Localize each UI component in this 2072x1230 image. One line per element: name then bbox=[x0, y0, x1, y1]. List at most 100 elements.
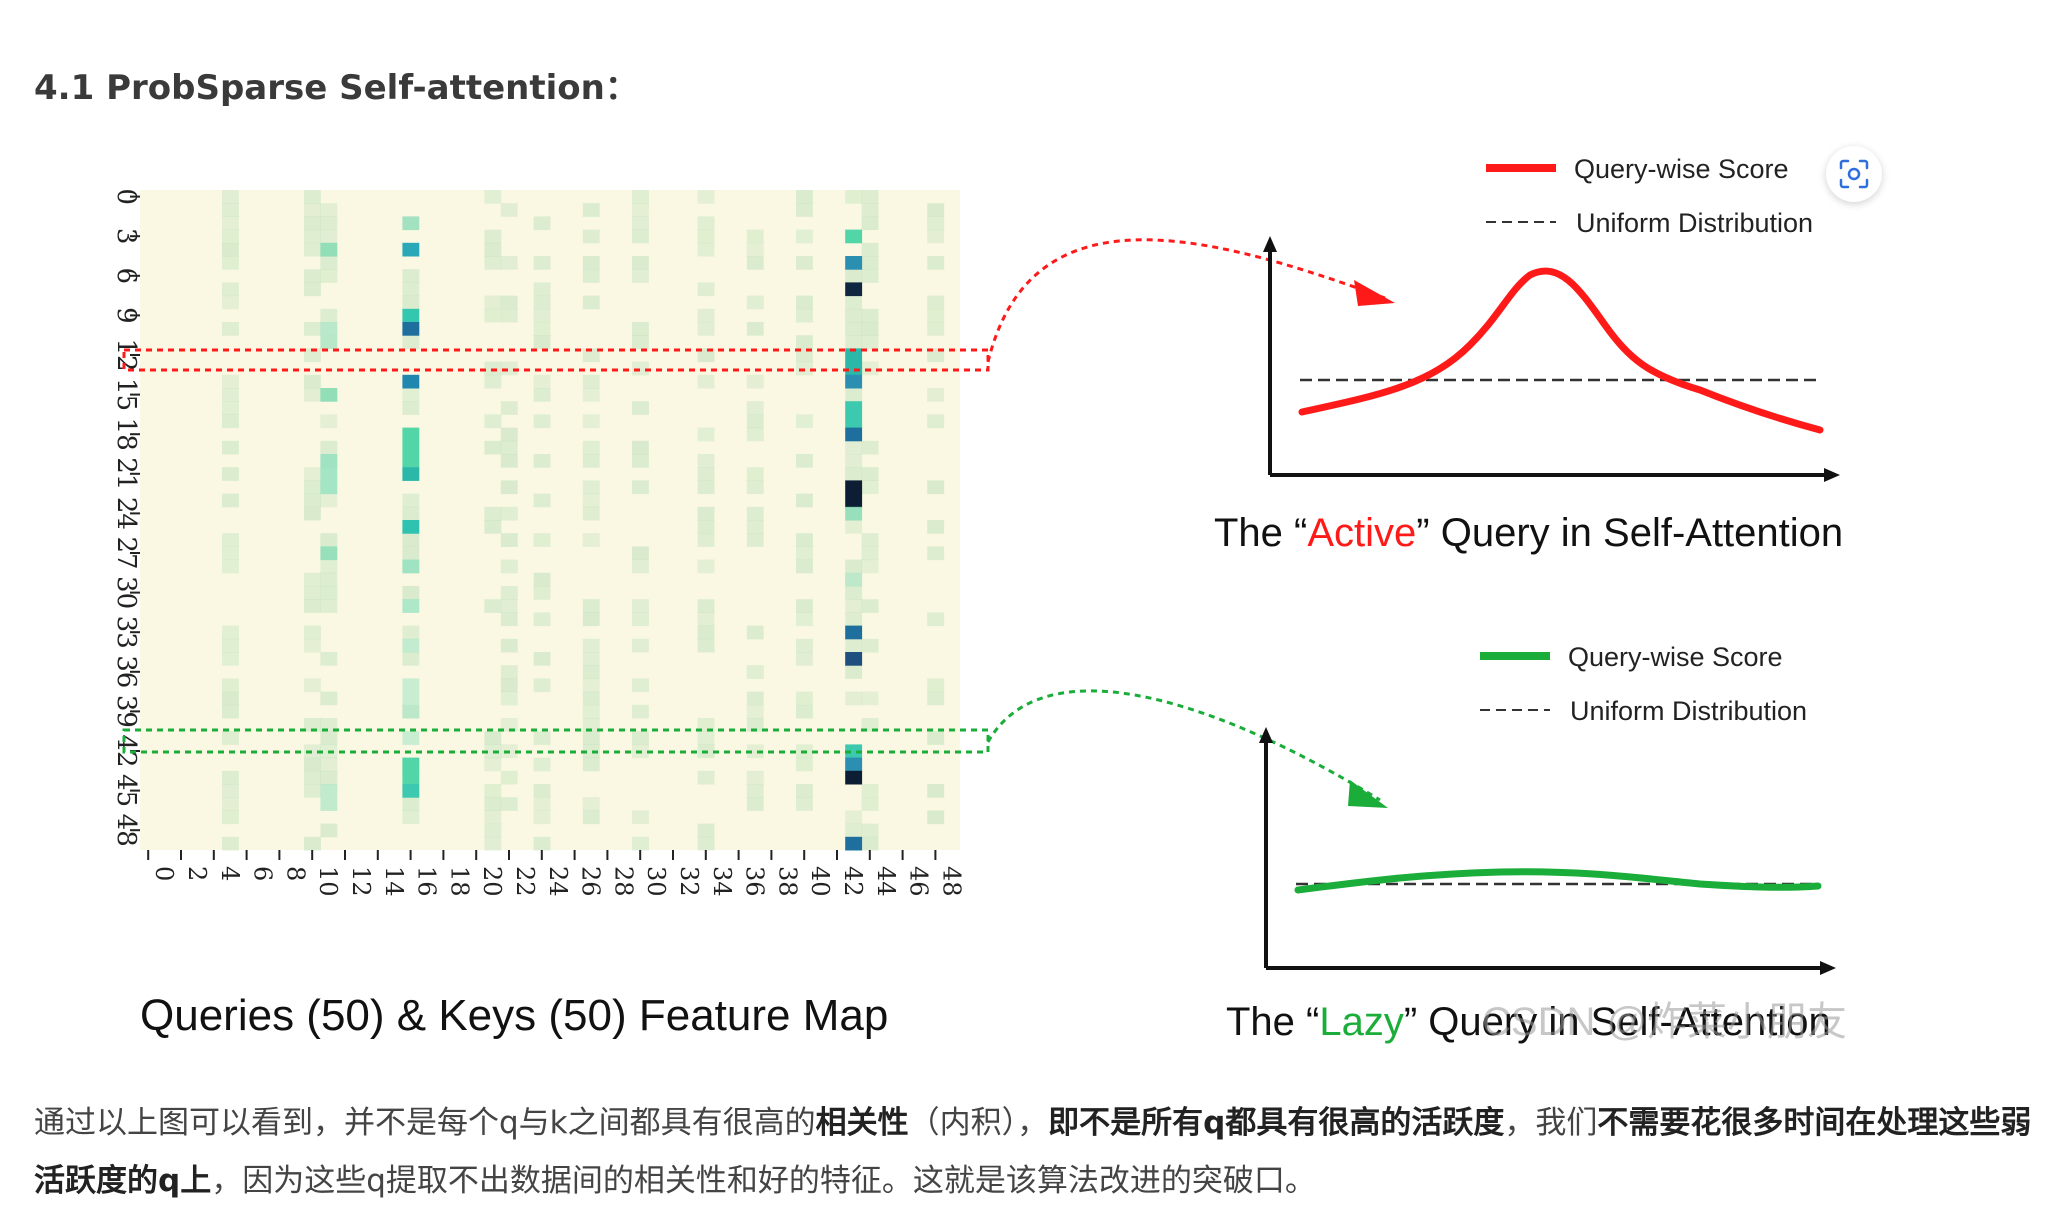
heatmap-cell bbox=[320, 586, 338, 600]
lazy-arrow bbox=[986, 689, 1381, 802]
heatmap-cell bbox=[222, 295, 239, 310]
heatmap-cell bbox=[632, 401, 649, 415]
heatmap-cell bbox=[533, 784, 551, 798]
para-text-1: 通过以上图可以看到，并不是每个q与k之间都具有很高的 bbox=[34, 1105, 816, 1141]
heatmap-cell bbox=[500, 361, 518, 376]
heatmap-cell bbox=[402, 242, 420, 257]
heatmap-cell bbox=[222, 388, 239, 402]
heatmap-cell bbox=[533, 586, 551, 600]
heatmap-cell bbox=[632, 836, 649, 851]
heatmap-cell bbox=[697, 823, 715, 838]
heatmap-cell bbox=[484, 440, 502, 455]
heatmap-cell bbox=[927, 414, 945, 429]
heatmap-cells bbox=[222, 190, 945, 851]
heatmap-cell bbox=[697, 625, 715, 640]
heatmap-cell bbox=[845, 599, 863, 613]
heatmap-cell bbox=[632, 361, 649, 376]
heatmap-cell bbox=[697, 216, 715, 231]
active-legend-score: Query-wise Score bbox=[1574, 154, 1789, 184]
heatmap-cell bbox=[796, 638, 813, 653]
heatmap-cell bbox=[222, 256, 239, 270]
x-tick-label: 44 bbox=[872, 866, 900, 897]
heatmap-cell bbox=[845, 559, 863, 574]
heatmap-cell bbox=[222, 784, 239, 798]
heatmap-cell bbox=[582, 229, 600, 244]
heatmap-cell bbox=[746, 427, 764, 442]
lazy-legend-uniform: Uniform Distribution bbox=[1570, 696, 1807, 726]
lazy-score-curve bbox=[1294, 868, 1822, 894]
heatmap-cell bbox=[845, 401, 863, 429]
heatmap-cell bbox=[222, 691, 239, 706]
heatmap-cell bbox=[304, 638, 321, 653]
heatmap-cell bbox=[402, 374, 420, 389]
heatmap-cell bbox=[304, 190, 321, 204]
heatmap-cell bbox=[845, 374, 863, 389]
heatmap-cell bbox=[582, 414, 600, 429]
heatmap-cell bbox=[861, 361, 879, 376]
heatmap-cell bbox=[320, 440, 338, 455]
active-score-curve bbox=[1298, 267, 1824, 434]
heatmap-cell bbox=[500, 691, 518, 706]
lazy-caption: The “Lazy” Query in Self-Attention bbox=[1226, 1000, 1831, 1044]
heatmap-cell bbox=[402, 757, 420, 785]
heatmap-cell bbox=[746, 322, 764, 336]
heatmap-cell bbox=[697, 638, 715, 653]
heatmap-cell bbox=[845, 256, 863, 270]
heatmap-cell bbox=[796, 493, 813, 508]
heatmap-cell bbox=[746, 295, 764, 310]
para-text-4: ，因为这些q提取不出数据间的相关性和好的特征。这就是该算法改进的突破口。 bbox=[211, 1163, 1316, 1199]
heatmap-cell bbox=[304, 242, 321, 257]
heatmap-cell bbox=[845, 625, 863, 640]
heatmap-cell bbox=[697, 308, 715, 323]
scan-text-button[interactable] bbox=[1826, 146, 1882, 202]
heatmap-cell bbox=[845, 190, 863, 204]
heatmap-cell bbox=[533, 810, 551, 825]
heatmap-cell bbox=[697, 718, 715, 732]
x-tick-label: 38 bbox=[773, 866, 801, 897]
heatmap-cell bbox=[746, 374, 764, 389]
heatmap-cell bbox=[222, 652, 239, 666]
heatmap-cell bbox=[845, 506, 863, 521]
heatmap-cell bbox=[927, 480, 945, 495]
heatmap-cell bbox=[861, 784, 879, 798]
heatmap-cell bbox=[697, 229, 715, 244]
heatmap-cell bbox=[484, 784, 502, 798]
heatmap-cell bbox=[320, 823, 338, 838]
heatmap-cell bbox=[484, 744, 502, 759]
heatmap-cell bbox=[222, 836, 239, 851]
heatmap-cell bbox=[320, 784, 338, 811]
heatmap-cell bbox=[582, 295, 600, 310]
heatmap-cell bbox=[796, 704, 813, 719]
heatmap-cell bbox=[533, 388, 551, 402]
heatmap-cell bbox=[582, 493, 600, 508]
heatmap-cell bbox=[697, 599, 715, 613]
heatmap-cell bbox=[304, 586, 321, 600]
heatmap-cell bbox=[402, 638, 420, 653]
heatmap-cell bbox=[746, 770, 764, 785]
heatmap-cell bbox=[582, 388, 600, 402]
heatmap-cell bbox=[582, 652, 600, 666]
para-bold-2: 即不是所有q都具有很高的活跃度 bbox=[1048, 1105, 1505, 1141]
heatmap-cell bbox=[632, 638, 649, 653]
heatmap-cell bbox=[796, 546, 813, 561]
heatmap-cell bbox=[845, 770, 863, 785]
heatmap-cell bbox=[582, 718, 600, 732]
heatmap-cell bbox=[582, 269, 600, 283]
x-tick-label: 4 bbox=[216, 866, 244, 881]
heatmap-cell bbox=[222, 322, 239, 336]
heatmap-cell bbox=[533, 731, 551, 745]
heatmap-cell bbox=[222, 401, 239, 415]
para-bold-3: 不需要花很多时间在处理这些弱活跃度的q上 bbox=[34, 1105, 2032, 1199]
heatmap-cell bbox=[697, 612, 715, 627]
heatmap-cell bbox=[484, 520, 502, 534]
heatmap-cell bbox=[632, 678, 649, 693]
heatmap-cell bbox=[632, 546, 649, 561]
heatmap-cell bbox=[845, 810, 863, 825]
heatmap-cell bbox=[484, 374, 502, 389]
heatmap-cell bbox=[845, 612, 863, 627]
heatmap-cell bbox=[927, 308, 945, 323]
heatmap-cell bbox=[796, 612, 813, 627]
x-tick-label: 42 bbox=[839, 866, 867, 897]
heatmap-cell bbox=[845, 665, 863, 679]
